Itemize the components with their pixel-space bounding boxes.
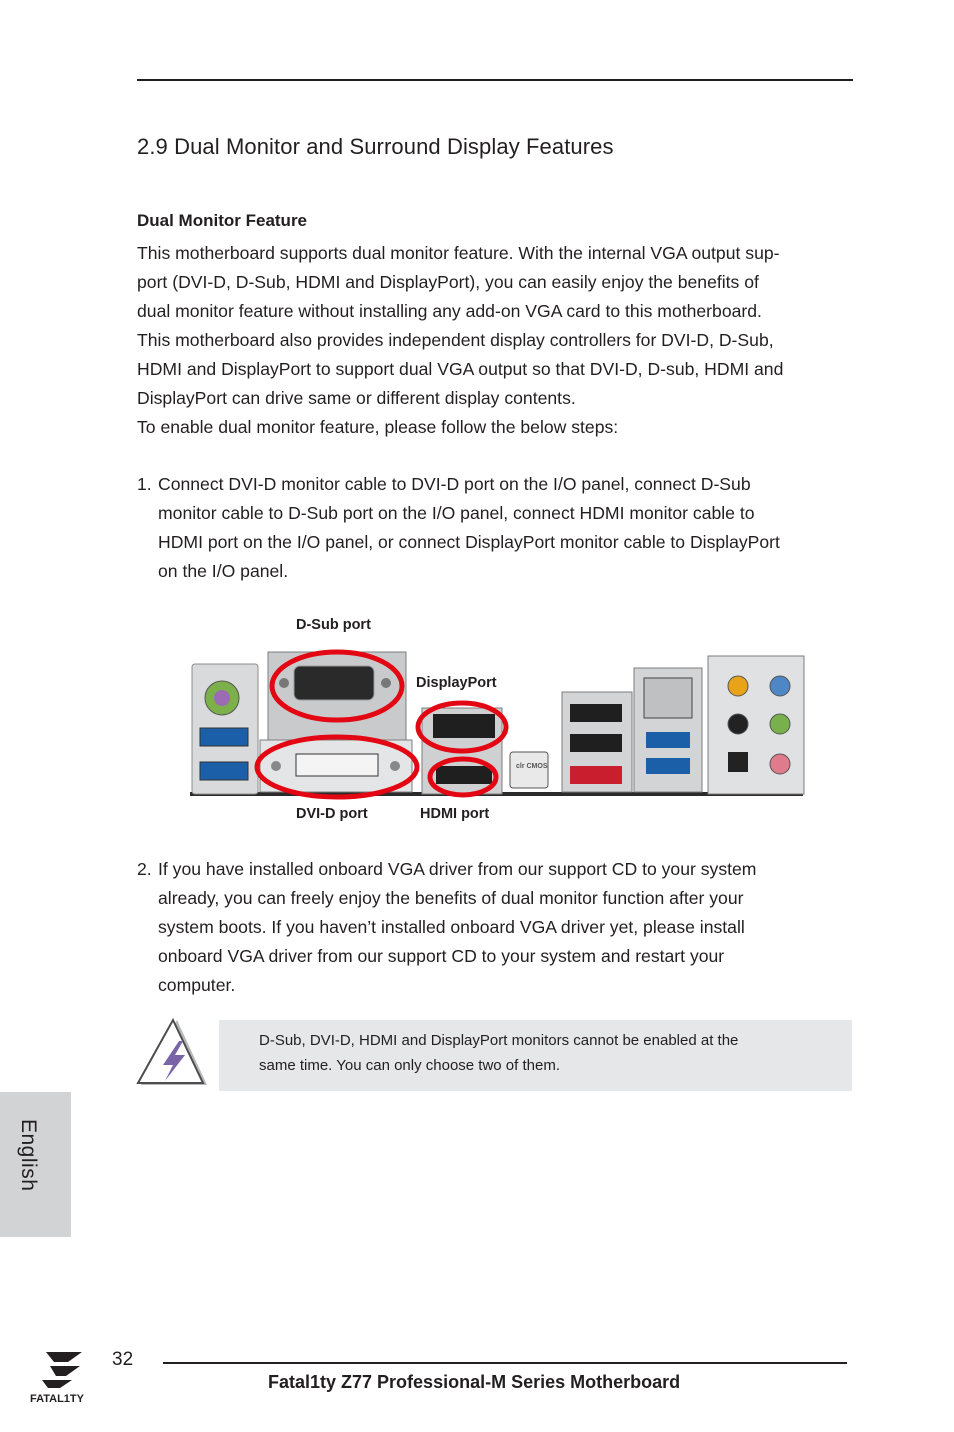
step-line: monitor cable to D-Sub port on the I/O p… (158, 503, 755, 523)
step-line: computer. (158, 975, 236, 995)
intro-line: DisplayPort can drive same or different … (137, 388, 576, 408)
step-number: 1. (137, 474, 152, 494)
intro-line: This motherboard also provides independe… (137, 330, 774, 350)
intro-line: dual monitor feature without installing … (137, 301, 762, 321)
step-line: HDMI port on the I/O panel, or connect D… (158, 532, 780, 552)
step-line: system boots. If you haven’t installed o… (158, 917, 745, 937)
footer-title: Fatal1ty Z77 Professional-M Series Mothe… (268, 1372, 681, 1392)
language-tab: English (0, 1092, 71, 1237)
hdmi-port-label: HDMI port (420, 806, 490, 822)
step-line: If you have installed onboard VGA driver… (158, 859, 757, 879)
intro-line: port (DVI-D, D-Sub, HDMI and DisplayPort… (137, 272, 759, 292)
language-tab-label: English (17, 1119, 40, 1192)
dvi-port-label: DVI-D port (296, 806, 368, 822)
warning-icon (136, 1017, 207, 1085)
step-text: Connect DVI-D monitor cable to DVI-D por… (158, 470, 853, 586)
intro-line: This motherboard supports dual monitor f… (137, 243, 780, 263)
note-box: D-Sub, DVI-D, HDMI and DisplayPort monit… (219, 1020, 852, 1091)
top-rule (137, 79, 853, 81)
intro-line: HDMI and DisplayPort to support dual VGA… (137, 359, 784, 379)
step-line: Connect DVI-D monitor cable to DVI-D por… (158, 474, 751, 494)
dsub-port-label: D-Sub port (296, 617, 371, 633)
step-line: already, you can freely enjoy the benefi… (158, 888, 744, 908)
subheading: Dual Monitor Feature (137, 211, 308, 230)
step-1: 1. Connect DVI-D monitor cable to DVI-D … (137, 470, 853, 586)
intro-paragraph: This motherboard supports dual monitor f… (137, 239, 853, 442)
bottom-rule (163, 1362, 847, 1364)
step-line: onboard VGA driver from our support CD t… (158, 946, 725, 966)
step-line: on the I/O panel. (158, 561, 289, 581)
step-text: If you have installed onboard VGA driver… (158, 855, 853, 1000)
step-number: 2. (137, 859, 152, 879)
note-line: same time. You can only choose two of th… (259, 1057, 561, 1074)
note-text: D-Sub, DVI-D, HDMI and DisplayPort monit… (259, 1028, 829, 1078)
io-panel-illustration: clr CMOS (190, 649, 805, 800)
section-title: 2.9 Dual Monitor and Surround Display Fe… (137, 134, 614, 159)
page-number: 32 (112, 1349, 134, 1370)
note-line: D-Sub, DVI-D, HDMI and DisplayPort monit… (259, 1032, 739, 1049)
logo-wordmark: FATAL1TY (30, 1393, 85, 1405)
step-2: 2. If you have installed onboard VGA dri… (137, 855, 853, 1000)
fatal1ty-logo: FATAL1TY (30, 1352, 85, 1405)
displayport-label: DisplayPort (416, 675, 497, 691)
io-panel-figure: clr CMOS D-Sub port DisplayPort DVI-D po… (190, 606, 830, 836)
intro-line: To enable dual monitor feature, please f… (137, 417, 619, 437)
clear-cmos-text: clr CMOS (516, 763, 548, 770)
